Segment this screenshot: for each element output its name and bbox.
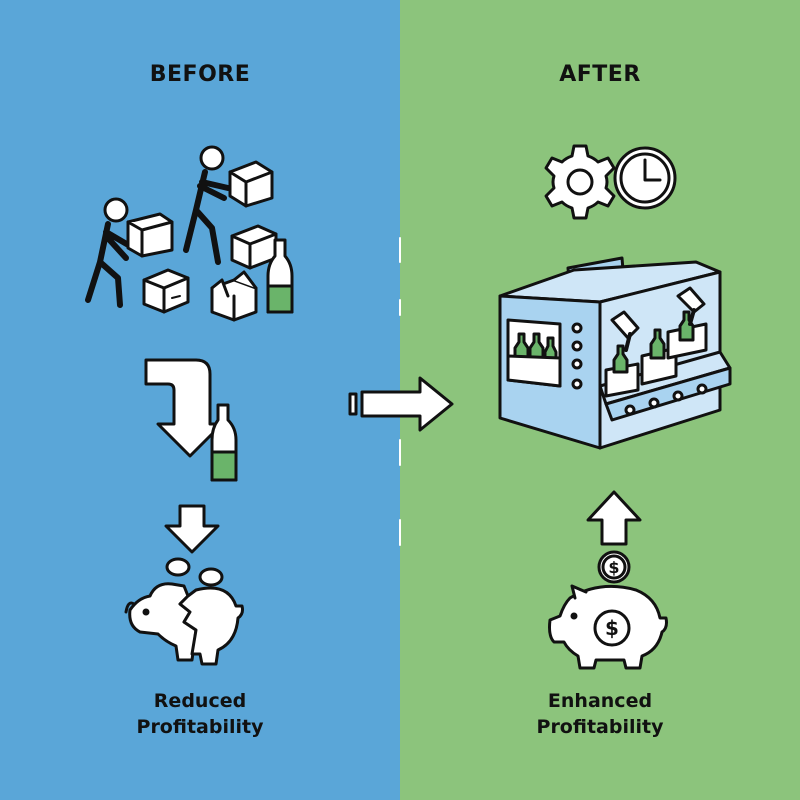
- gear-icon: [544, 144, 616, 220]
- dollar-coin-icon: $: [597, 550, 631, 584]
- svg-text:$: $: [605, 616, 619, 640]
- curved-down-arrow-icon: [144, 358, 224, 458]
- before-caption-line2: Profitability: [136, 716, 264, 738]
- piggy-bank-icon: $: [548, 584, 668, 670]
- bottle-icon: [266, 238, 294, 314]
- before-heading: BEFORE: [149, 62, 251, 87]
- broken-piggy-bank-icon: [124, 582, 244, 666]
- conveyor-belt-icon: [598, 310, 732, 422]
- bottle-icon: [210, 403, 238, 482]
- svg-text:$: $: [608, 558, 619, 577]
- after-caption-line1: Enhanced: [547, 690, 653, 712]
- damaged-box-icon: [210, 270, 258, 322]
- after-heading: AFTER: [559, 62, 641, 87]
- before-caption: Reduced Profitability: [0, 688, 400, 740]
- after-caption: Enhanced Profitability: [400, 688, 800, 740]
- after-panel: AFTER Enhanced Profitability: [400, 0, 800, 800]
- clock-icon: [613, 146, 677, 210]
- workers-carrying-boxes-icon: [85, 145, 278, 314]
- bottling-machine-icon: [498, 256, 722, 450]
- robot-arm-icon: [610, 286, 706, 352]
- before-panel: BEFORE Reduced Profitability: [0, 62, 400, 740]
- before-caption-line1: Reduced: [153, 690, 247, 712]
- down-arrow-icon: [164, 504, 220, 554]
- coins-icon: [165, 557, 224, 587]
- up-arrow-icon: [586, 490, 642, 546]
- right-arrow-icon: [348, 376, 454, 432]
- after-caption-line2: Profitability: [536, 716, 664, 738]
